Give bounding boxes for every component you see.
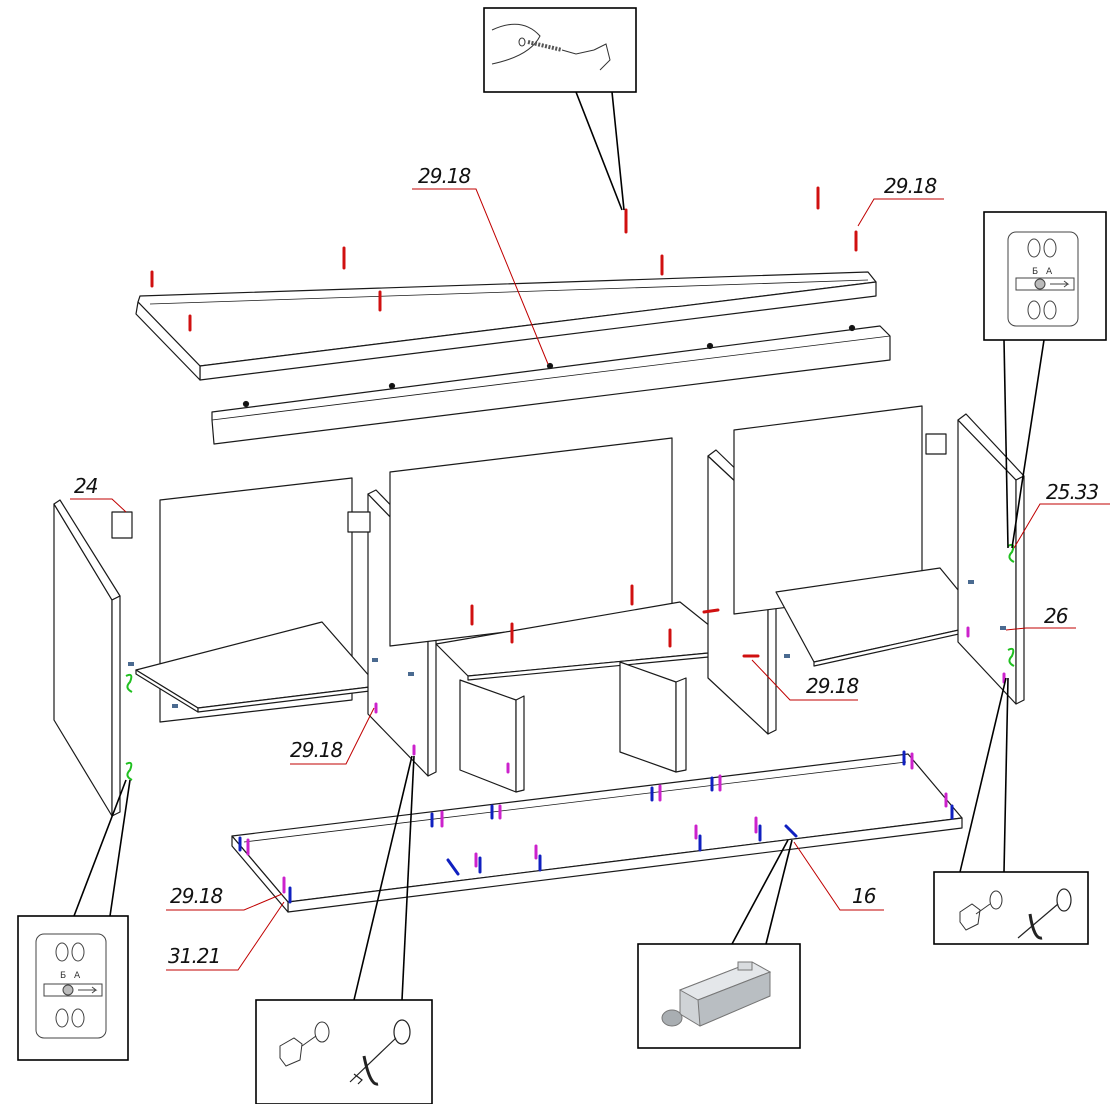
callout-box-right-top: [983, 211, 1107, 341]
middle-upright-left: [459, 679, 525, 793]
bottom-panel: [231, 753, 963, 913]
callout-box-bottom-right: [637, 943, 801, 1049]
dowels-red: [150, 186, 858, 658]
hinge-plates-green: [125, 543, 1015, 781]
hinge-plate-letter-b-right: Б: [1032, 267, 1038, 277]
top-panel: [135, 271, 877, 381]
cam-lock-icon: [279, 1021, 330, 1067]
hinge-plate-letter-a-left: А: [74, 971, 81, 981]
label-bottom-left-29-18: 29.18: [170, 884, 223, 908]
push-latch-icon: [661, 961, 772, 1027]
callout-box-left: [17, 915, 129, 1061]
callout-box-top: [483, 7, 637, 93]
cam-lock-icon-right: [959, 890, 1003, 931]
left-shelf: [135, 621, 379, 713]
label-mid-right-29-18: 29.18: [806, 674, 859, 698]
dowels-magenta: [246, 626, 1006, 894]
hinge-plate-letter-b-left: Б: [60, 971, 66, 981]
shelf-supports: [128, 580, 1006, 708]
hinge-mounting-plate-icon-left: [35, 933, 107, 1039]
middle-upright-right: [619, 661, 687, 773]
dowels-blue: [238, 750, 954, 904]
left-side-panel: [53, 499, 121, 817]
right-shelf: [775, 567, 987, 667]
screwdriver-icon-right: [1017, 888, 1072, 940]
hinge-plate-letter-a-right: А: [1046, 267, 1053, 277]
hinge-bracket-24: [111, 511, 133, 539]
label-top-center: 29.18: [418, 164, 471, 188]
label-bottom-left-31-21: 31.21: [168, 944, 221, 968]
label-16: 16: [852, 884, 876, 908]
label-24: 24: [74, 474, 98, 498]
leader-lines: [70, 188, 1110, 971]
label-25-33: 25.33: [1046, 480, 1099, 504]
label-26: 26: [1044, 604, 1068, 628]
label-mid-left-29-18: 29.18: [290, 738, 343, 762]
label-top-right: 29.18: [884, 174, 937, 198]
back-rail: [211, 324, 891, 445]
right-side-panel: [925, 413, 1025, 705]
confirmat-screw-icon: [491, 23, 611, 71]
hinge-mounting-plate-icon-right: [1007, 231, 1079, 327]
screwdriver-icon: [349, 1019, 411, 1086]
callout-box-right-bottom: [933, 871, 1089, 945]
